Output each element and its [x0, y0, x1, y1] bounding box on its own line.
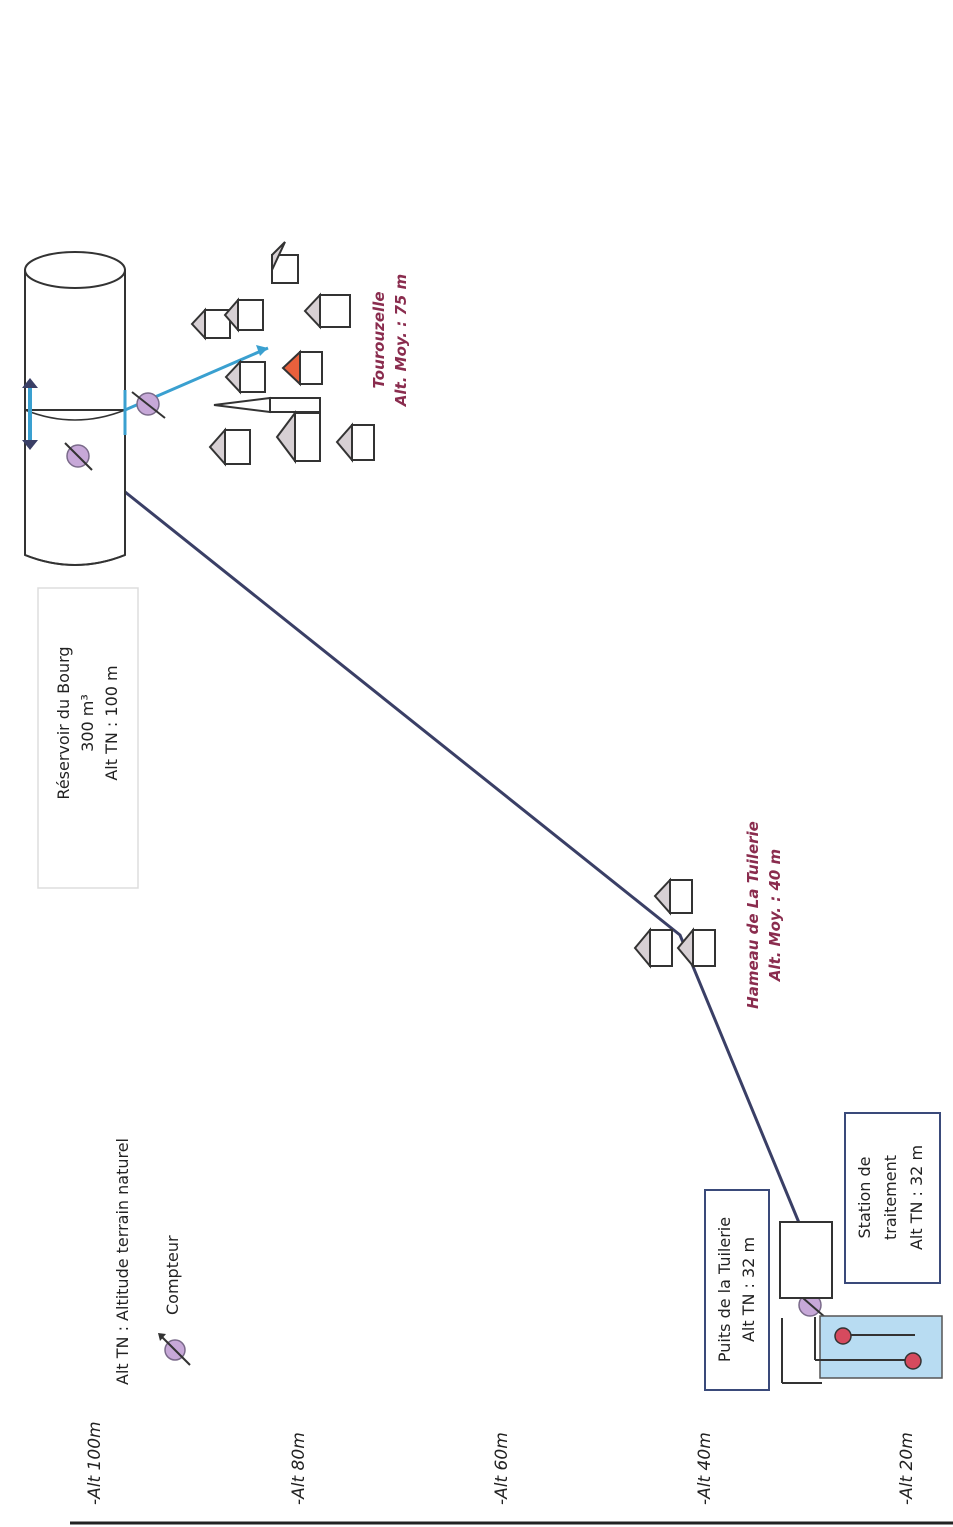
puits-building: [779, 1221, 833, 1299]
puits-altitude: Alt TN : 32 m: [739, 1236, 758, 1343]
pump-icon: [904, 1352, 922, 1370]
legend-definition-text: Alt TN : Altitude terrain naturel: [113, 1137, 132, 1385]
station-altitude: Alt TN : 32 m: [907, 1144, 926, 1251]
hameau-name: Hameau de La Tuilerie: [744, 821, 762, 1009]
puits-name: Puits de la Tuilerie: [715, 1216, 734, 1363]
house-icon: [223, 297, 264, 333]
hameau-label: Hameau de La Tuilerie Alt. Moy. : 40 m: [742, 800, 786, 1030]
station-label: Station de traitement Alt TN : 32 m: [852, 1120, 930, 1275]
house-icon: [281, 349, 323, 387]
legend-meter-text: Compteur: [163, 1235, 182, 1315]
pump-icon: [834, 1327, 852, 1345]
village-altitude: Alt. Moy. : 75 m: [392, 273, 410, 407]
reservoir-du-bourg: [24, 251, 126, 566]
station-line2: traitement: [881, 1154, 900, 1241]
treatment-basin: [819, 1315, 943, 1379]
puits-label: Puits de la Tuilerie Alt TN : 32 m: [713, 1197, 761, 1382]
house-icon: [208, 427, 251, 467]
house-icon: [224, 359, 266, 395]
house-icon: [303, 292, 351, 330]
tick-label-20: -Alt 20m: [897, 1432, 917, 1505]
meter-reservoir-outlet: [131, 391, 166, 419]
village-name-text: Tourouzelle: [370, 291, 388, 389]
reservoir-label: Réservoir du Bourg 300 m³ Alt TN : 100 m: [52, 608, 124, 838]
hameau-houses: [633, 877, 716, 969]
tick-label-40: -Alt 40m: [695, 1432, 715, 1505]
hameau-altitude: Alt. Moy. : 40 m: [766, 848, 784, 982]
church-icon: [213, 396, 321, 414]
water-meter-icon: [158, 1333, 191, 1366]
house-icon: [335, 422, 375, 463]
reservoir-altitude: Alt TN : 100 m: [102, 665, 121, 781]
station-label-box: [844, 1112, 941, 1284]
village-houses: [190, 241, 375, 467]
tick-label-80: -Alt 80m: [289, 1432, 309, 1505]
house-icon: [190, 307, 231, 341]
house-icon: [676, 927, 716, 969]
meter-reservoir-inlet: [64, 442, 93, 471]
main-pipe: [59, 438, 804, 1231]
legend-meter: Compteur: [158, 1333, 191, 1366]
tick-label-100: -Alt 100m: [85, 1421, 105, 1505]
house-icon: [633, 927, 673, 969]
station-line1: Station de: [855, 1156, 874, 1239]
reservoir-label-box: [37, 587, 139, 889]
village-label: Tourouzelle Alt. Moy. : 75 m: [368, 255, 412, 425]
house-icon: [275, 410, 321, 464]
puits-label-box: [704, 1189, 770, 1391]
tick-label-60: -Alt 60m: [492, 1432, 512, 1505]
house-icon: [653, 877, 693, 916]
reservoir-capacity: 300 m³: [78, 694, 97, 752]
reservoir-name-text: Réservoir du Bourg: [54, 646, 73, 800]
house-icon: [271, 241, 299, 284]
